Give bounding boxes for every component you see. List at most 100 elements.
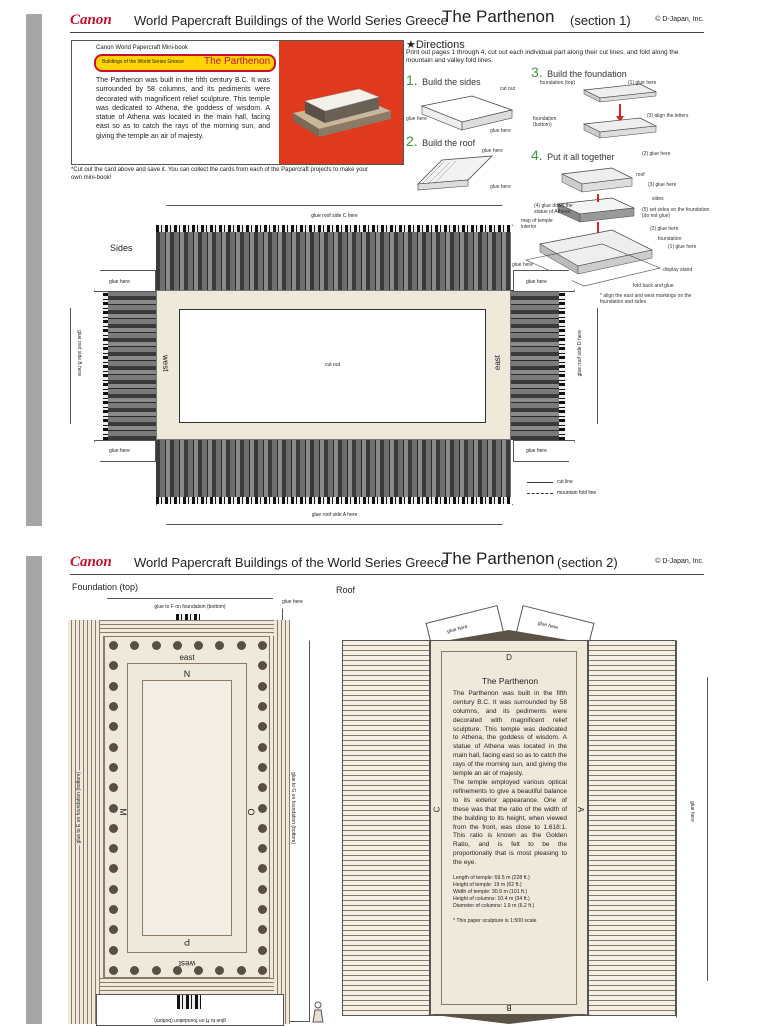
- spec-column-diameter: Diameter of columns: 1.9 m (6.2 ft.): [453, 903, 535, 910]
- series-text-2: World Papercraft Buildings of the World …: [134, 555, 448, 570]
- step-3-number: 3.: [531, 64, 543, 80]
- column-dot: [109, 742, 118, 752]
- s1-glue-here-b: glue here: [490, 128, 511, 134]
- right-colonnade: [511, 290, 559, 440]
- top-colonnade: [156, 232, 511, 290]
- s4-glue3: (3) glue here: [648, 182, 677, 188]
- foundation-stylobate: east N M O P west: [104, 636, 270, 978]
- column-dot: [236, 641, 246, 650]
- column-dot: [109, 864, 118, 874]
- step-1-number: 1.: [406, 72, 418, 88]
- step-2-label: Build the roof: [422, 138, 476, 148]
- sides-bottom-flap: glue roof side A here: [156, 504, 513, 525]
- card-title-pill: Buildings of the World Series Greece The…: [94, 54, 276, 72]
- glue-e-label: glue to E on foundation (bottom): [76, 770, 82, 846]
- letter-m: M: [117, 808, 128, 816]
- column-dot: [258, 905, 267, 915]
- cut-out-label: cut out: [324, 362, 340, 368]
- step-1-label: Build the sides: [422, 77, 481, 87]
- foundation-left-steps: [68, 620, 104, 1024]
- column-dot: [258, 884, 267, 894]
- copyright-2: © D-Japan, Inc.: [655, 558, 704, 565]
- roof-info-title: The Parthenon: [481, 676, 539, 686]
- roof-info-body2: The temple employed various optical refi…: [453, 778, 567, 867]
- sides-top-flap: glue roof side C here: [156, 205, 513, 226]
- column-dot: [258, 661, 267, 671]
- letter-p: P: [184, 937, 191, 947]
- roof-letter-d: D: [506, 653, 512, 662]
- column-dot: [109, 803, 118, 813]
- minibook-card: Canon World Papercraft Mini-book Buildin…: [71, 40, 404, 165]
- roof-right-slope: [588, 640, 676, 1016]
- s2-glue-here-b: glue here: [490, 184, 511, 190]
- cut-out-window: cut out: [179, 309, 486, 423]
- page1-header: Canon World Papercraft Buildings of the …: [70, 7, 704, 33]
- directions-intro: Print out pages 1 through 4, cut out eac…: [406, 49, 679, 64]
- step-4-diagram: [525, 167, 661, 287]
- glue-f-label: glue to F on foundation (bottom): [154, 604, 226, 610]
- column-dot: [258, 701, 267, 711]
- cut-line-sample: [527, 482, 553, 483]
- s4-sides: sides: [652, 196, 664, 202]
- s3-glue2: (2) glue here: [642, 151, 671, 157]
- right-end-flap: [565, 290, 598, 442]
- page-title: The Parthenon: [442, 7, 555, 26]
- pill-series: Buildings of the World Series Greece: [102, 59, 184, 65]
- roof-inner-frame: [441, 651, 577, 1005]
- section-label-2: (section 2): [557, 555, 618, 570]
- column-dot: [109, 701, 118, 711]
- letter-o: O: [246, 808, 257, 816]
- legend: cut line mountain fold line: [527, 478, 647, 500]
- column-dot: [151, 641, 161, 650]
- spec-length: Length of temple: 69.5 m (228 ft.): [453, 875, 530, 882]
- s1-cut-out: cut out: [500, 86, 516, 92]
- roof-center: D C A B The Parthenon The Parthenon was …: [430, 640, 588, 1016]
- roof-glue-here-left: glue here: [446, 624, 469, 635]
- top-frieze: [156, 225, 511, 232]
- column-dot: [109, 641, 118, 650]
- column-dot: [258, 722, 267, 732]
- column-dot: [258, 803, 267, 813]
- bottom-frieze: [156, 497, 511, 504]
- step-2-number: 2.: [406, 133, 418, 149]
- column-dot: [109, 762, 118, 772]
- glue-d-label: glue roof side D here: [577, 330, 583, 377]
- right-top-glue: glue here: [513, 270, 575, 292]
- roof-specs: Length of temple: 69.5 m (228 ft.) Heigh…: [453, 875, 567, 910]
- s4-map: map of temple interior: [521, 218, 553, 230]
- glue-b-label: glue roof side B here: [76, 330, 82, 377]
- column-dot: [109, 661, 118, 671]
- athena-statue-icon: [312, 1001, 324, 1023]
- step-2: 2. Build the roof: [406, 133, 475, 151]
- canon-logo: Canon: [70, 12, 112, 28]
- step-2-diagram: [416, 155, 494, 191]
- column-dot: [109, 844, 118, 854]
- bottom-colonnade: [156, 440, 511, 497]
- glue-here-bl: glue here: [109, 448, 130, 454]
- glue-here-tr: glue here: [526, 279, 547, 285]
- s1-glue-here-a: glue here: [406, 116, 427, 122]
- s4-align-note: * align the east and west markings on th…: [600, 293, 692, 305]
- step-3-label: Build the foundation: [547, 69, 627, 79]
- s3-foundation-top: foundation (top): [540, 80, 576, 86]
- step-3: 3. Build the foundation: [531, 64, 627, 82]
- glue-here-tl: glue here: [109, 279, 130, 285]
- naos-border: [127, 663, 247, 953]
- card-minibook-label: Canon World Papercraft Mini-book: [96, 45, 188, 51]
- east-label: east: [493, 355, 502, 371]
- foundation-top-flap: glue to F on foundation (bottom): [96, 598, 284, 622]
- left-colonnade: [108, 290, 156, 440]
- column-dot: [258, 823, 267, 833]
- roof-glue-here-right: glue here: [537, 620, 559, 632]
- column-dot: [109, 945, 118, 955]
- roof-label: Roof: [336, 585, 356, 595]
- s3-align-letters: (3) align the letters: [647, 113, 689, 119]
- step-3-diagram: [582, 83, 658, 139]
- foundation-top-steps: [100, 620, 274, 636]
- page1-sidebar: [26, 14, 42, 526]
- directions-heading: ★Directions: [406, 39, 465, 51]
- s4-roof: roof: [636, 172, 645, 178]
- column-dot: [109, 905, 118, 915]
- step-4: 4. Put it all together: [531, 147, 615, 165]
- roof-info-box: The Parthenon The Parthenon was built in…: [453, 677, 567, 1003]
